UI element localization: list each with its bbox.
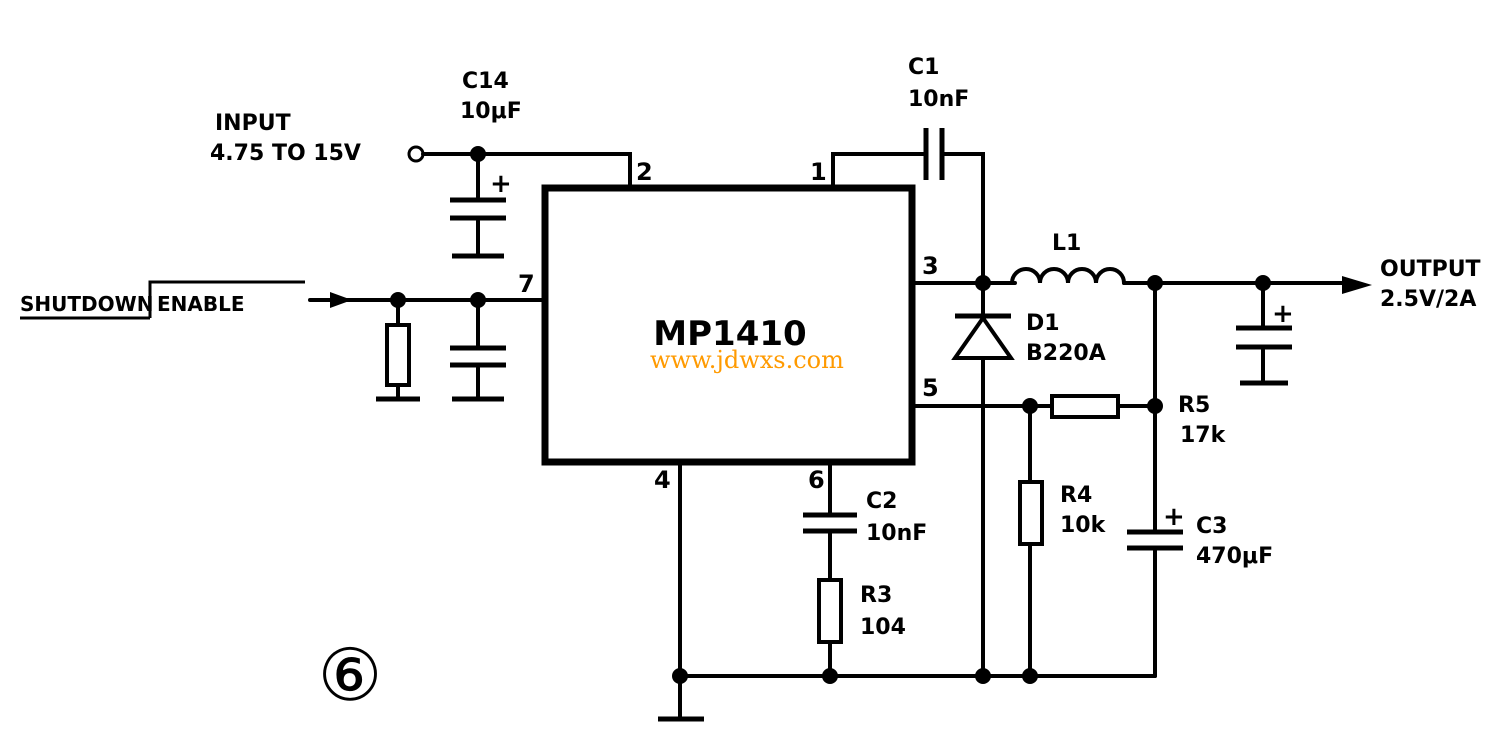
r4-name: R4 <box>1060 483 1092 508</box>
junction-gnd-r4 <box>1022 668 1038 684</box>
output-label-line1: OUTPUT <box>1380 257 1481 282</box>
input-terminal <box>407 145 425 163</box>
r4-value: 10k <box>1060 513 1107 538</box>
c14-name: C14 <box>462 69 509 94</box>
c14-polarity: + <box>490 169 512 199</box>
d1-value: B220A <box>1026 341 1106 366</box>
ic-name: MP1410 <box>653 314 806 354</box>
enable-arrow <box>330 292 352 308</box>
pin-6-label: 6 <box>808 466 825 494</box>
r3-name: R3 <box>860 583 892 608</box>
input-wire <box>421 152 632 190</box>
c2-value: 10nF <box>866 521 927 546</box>
r4-body <box>1018 480 1044 546</box>
junction-gnd-d1 <box>975 668 991 684</box>
figure-number: ⑥ <box>318 633 383 717</box>
enable-label: ENABLE <box>157 292 245 316</box>
input-label-line2: 4.75 TO 15V <box>210 141 361 166</box>
pin-2-label: 2 <box>636 158 653 186</box>
c1-wire-right <box>942 152 985 285</box>
shutdown-label: SHUTDOWN <box>20 292 153 316</box>
c1-value: 10nF <box>908 87 969 112</box>
pin-3-label: 3 <box>922 252 939 280</box>
ic-body <box>541 184 916 466</box>
r3-value: 104 <box>860 615 906 640</box>
c3-name: C3 <box>1196 514 1227 539</box>
c1-name: C1 <box>908 55 939 80</box>
r5-value: 17k <box>1180 423 1227 448</box>
d1-name: D1 <box>1026 311 1060 336</box>
d1-body <box>951 314 1015 360</box>
c14-value: 10μF <box>460 99 522 124</box>
junction-gnd-r3 <box>822 668 838 684</box>
junction-gnd-pin4 <box>672 668 688 684</box>
watermark: www.jdwxs.com <box>650 346 844 374</box>
input-label-line1: INPUT <box>215 111 291 136</box>
pin-5-label: 5 <box>922 374 939 402</box>
l1-inductor <box>1010 267 1126 285</box>
r3-body <box>817 578 843 644</box>
shutdown-enable-divider <box>148 280 305 318</box>
pin-7-label: 7 <box>518 270 535 298</box>
c2-name: C2 <box>866 489 897 514</box>
out-cap-polarity: + <box>1272 299 1294 329</box>
pin-1-label: 1 <box>810 158 827 186</box>
c1-wire-left <box>831 152 926 190</box>
output-arrow <box>1342 276 1372 294</box>
r5-body <box>1050 394 1120 419</box>
pin-4-label: 4 <box>654 466 671 494</box>
c3-value: 470μF <box>1196 544 1273 569</box>
output-label-line2: 2.5V/2A <box>1380 287 1476 312</box>
l1-name: L1 <box>1052 231 1081 256</box>
enable-resistor-body <box>385 323 411 387</box>
c3-polarity: + <box>1163 502 1185 532</box>
r5-name: R5 <box>1178 393 1210 418</box>
